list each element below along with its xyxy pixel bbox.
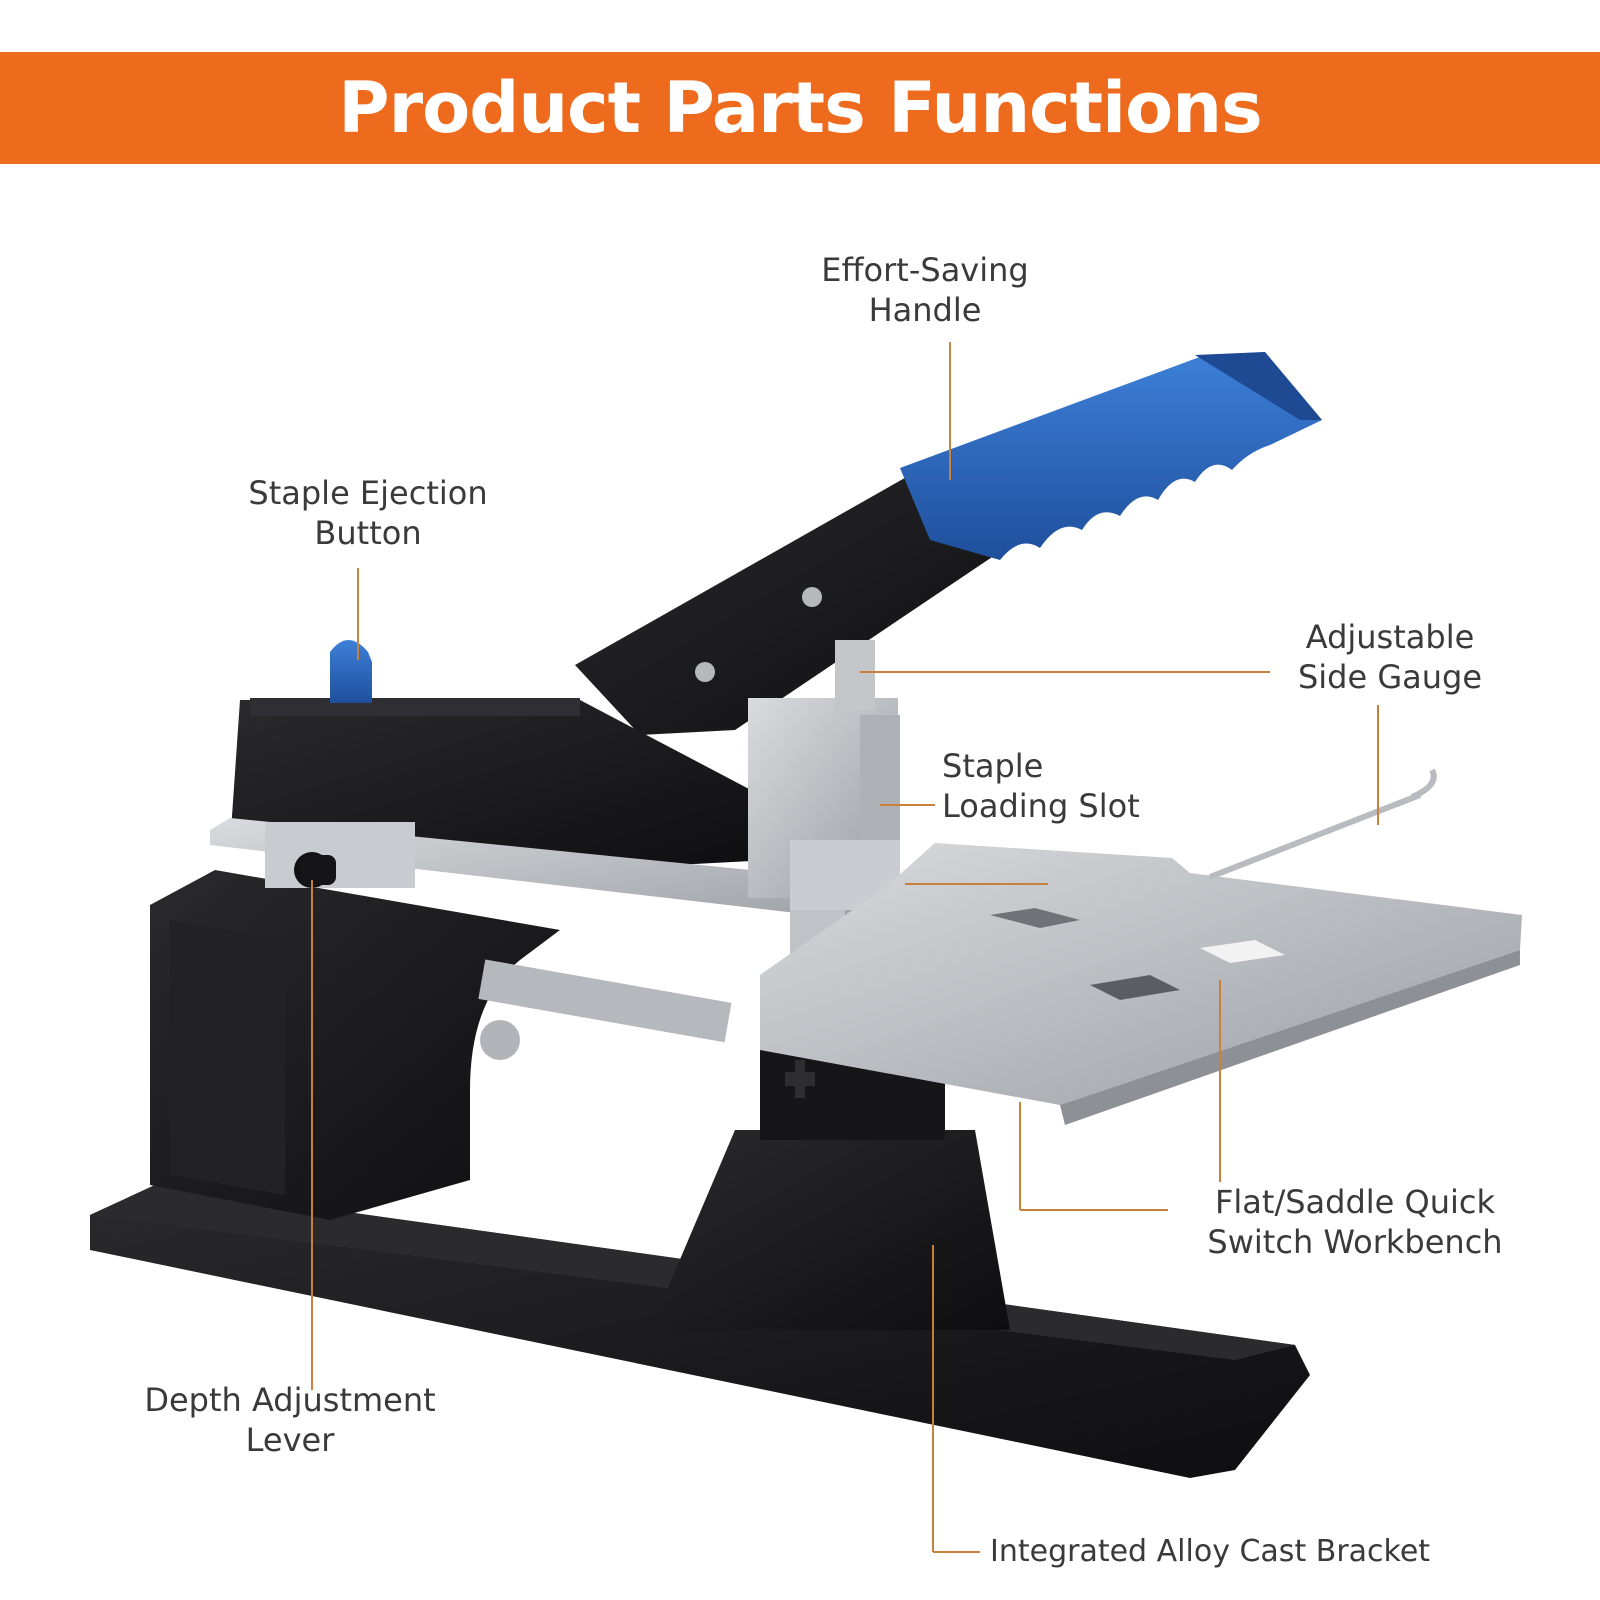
- title-banner: Product Parts Functions: [0, 52, 1600, 164]
- stapler-illustration: [90, 342, 1522, 1553]
- side-gauge-rod: [1208, 768, 1437, 880]
- callout-line: Lever: [245, 1421, 335, 1459]
- callout-line: Handle: [868, 291, 982, 329]
- workbench-plate: [478, 843, 1522, 1125]
- handle-grip: [900, 352, 1322, 560]
- callout-line: Button: [314, 514, 422, 552]
- callout-line: Effort-Saving: [821, 251, 1029, 289]
- depth-adjustment-rail: [210, 818, 900, 925]
- callout-effort-saving-handle: Effort-Saving Handle: [805, 250, 1045, 330]
- product-diagram: Effort-Saving Handle Staple Ejection But…: [0, 180, 1600, 1600]
- callout-depth-adjustment-lever: Depth Adjustment Lever: [110, 1380, 470, 1460]
- callout-line: Side Gauge: [1297, 658, 1483, 696]
- callout-staple-loading-slot: Staple Loading Slot: [942, 746, 1182, 826]
- callout-integrated-alloy-cast-bracket: Integrated Alloy Cast Bracket: [990, 1532, 1490, 1572]
- callout-staple-ejection-button: Staple Ejection Button: [233, 473, 503, 553]
- callout-line: Switch Workbench: [1207, 1223, 1503, 1261]
- callout-line: Staple Ejection: [248, 474, 488, 512]
- callout-line: Loading Slot: [942, 787, 1140, 825]
- callout-line: Flat/Saddle Quick: [1214, 1183, 1495, 1221]
- handle-arm: [575, 475, 1010, 735]
- staple-ejection-button: [330, 640, 372, 703]
- callout-line: Adjustable: [1305, 618, 1475, 656]
- callout-line: Integrated Alloy Cast Bracket: [990, 1534, 1431, 1569]
- arch-body: [150, 870, 560, 1220]
- page-title: Product Parts Functions: [338, 67, 1262, 149]
- alloy-cast-bracket: [650, 1040, 1010, 1330]
- callout-adjustable-side-gauge: Adjustable Side Gauge: [1275, 617, 1505, 697]
- leader-lines: [311, 342, 1379, 1553]
- callout-line: Depth Adjustment: [144, 1381, 436, 1419]
- callout-flat-saddle-workbench: Flat/Saddle Quick Switch Workbench: [1170, 1182, 1540, 1262]
- callout-line: Staple: [942, 747, 1044, 785]
